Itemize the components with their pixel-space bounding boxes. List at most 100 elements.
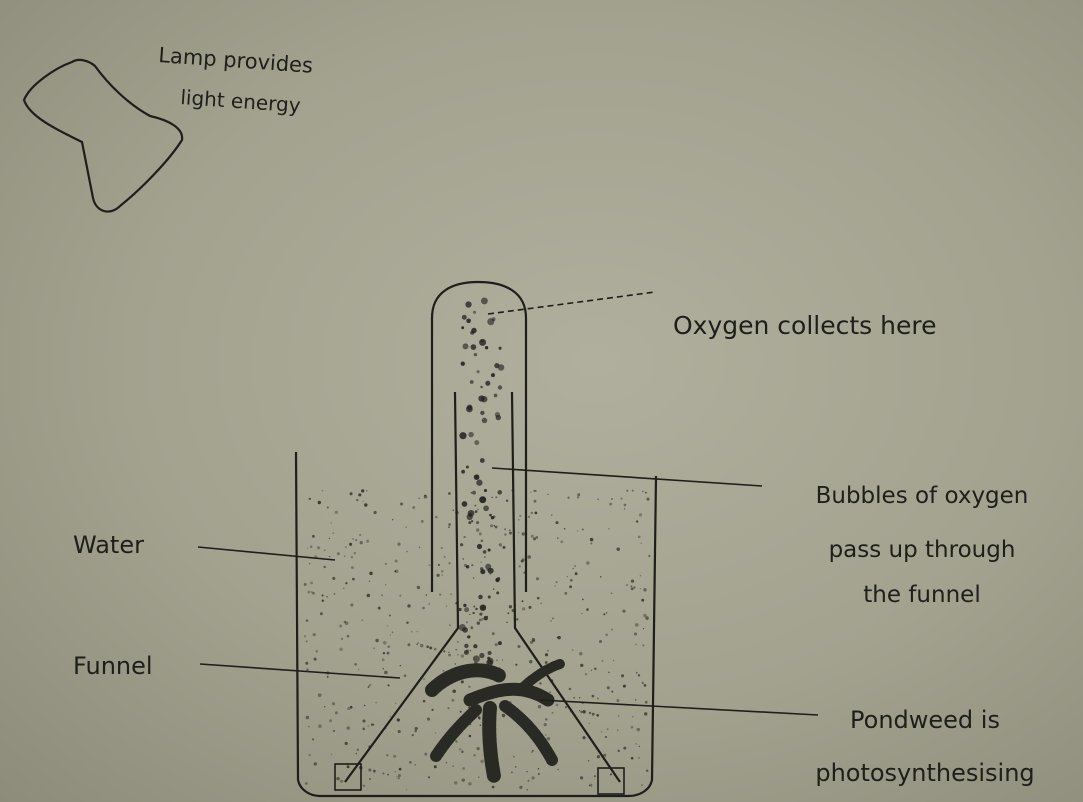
water-dot [522,600,524,602]
water-dot [327,676,329,678]
water-dot [643,628,644,629]
water-dot [452,765,454,767]
water-dot [383,668,385,670]
water-dot [383,641,387,645]
water-dot [368,769,371,772]
water-dot [306,619,309,622]
water-dot [363,501,364,502]
water-dot [529,606,532,609]
water-dot [449,624,451,626]
oxygen-bubble [474,440,479,445]
water-dot [631,587,634,590]
water-dot [623,685,626,688]
water-dot [447,707,449,709]
water-dot [643,588,646,591]
water-dot [309,563,311,565]
water-dot [496,659,498,661]
water-dot [567,497,569,499]
water-dot [557,769,558,770]
water-dot [306,716,309,719]
water-dot [484,556,485,557]
water-dot [310,582,313,585]
water-dot [644,712,647,715]
water-dot [385,584,387,586]
water-dot [442,575,443,576]
water-dot [630,585,632,587]
water-dot [310,546,312,548]
water-dot [398,777,400,779]
oxygen-bubble [466,318,471,323]
water-dot [522,532,525,535]
water-dot [329,719,332,722]
water-dot [547,650,548,651]
water-dot [483,550,487,554]
water-dot [582,710,585,713]
water-dot [476,747,479,750]
water-dot [347,765,350,768]
water-dot [639,513,642,516]
water-dot [538,768,540,770]
water-dot [479,718,481,720]
water-dot [468,521,471,524]
water-dot [350,706,353,709]
water-dot [322,490,324,492]
water-dot [369,581,370,582]
oxygen-bubble [481,340,484,343]
funnel-label: Funnel [73,652,153,680]
water-dot [399,595,401,597]
oxygen-bubble [498,385,502,389]
water-dot [339,624,342,627]
water-dot [426,594,427,595]
water-dot [411,631,413,633]
water-dot [392,631,393,632]
oxygen-bubble [462,315,467,320]
water-dot [579,710,580,711]
water-dot [398,730,401,733]
water-dot [590,542,592,544]
water-dot [509,529,511,531]
water-dot [490,524,493,527]
water-dot [545,653,548,656]
water-dot [597,698,599,700]
water-dot [556,581,558,583]
pondweed [432,664,560,776]
water-dot [527,555,531,559]
water-dot [361,619,363,621]
water-dot [581,613,582,614]
water-dot [312,738,314,740]
water-dot [624,504,627,507]
oxygen-bubble [470,380,474,384]
water-dot [385,563,387,565]
oxygen-bubble [482,418,487,423]
water-dot [531,535,534,538]
oxygen-bubble [480,411,484,415]
oxygen-bubble [462,343,468,349]
water-dot [594,775,596,777]
water-dot [304,583,307,586]
oxygen-bubble [499,347,502,350]
water-dot [332,532,334,534]
water-dot [455,740,457,742]
water-dot [312,535,315,538]
water-dot [347,635,350,638]
water-dot [616,699,619,702]
water-dot [605,634,608,637]
water-dot [582,528,584,530]
water-dot [461,680,464,683]
oxygen-bubble [463,604,466,607]
water-dot [586,561,589,564]
water-dot [336,777,339,780]
water-dot [324,549,326,551]
water-dot [539,682,541,684]
water-dot [460,543,463,546]
water-dot [515,664,517,666]
water-dot [569,585,572,588]
oxygen-bubble [485,381,490,386]
water-dot [600,576,601,577]
water-dot [452,689,456,693]
water-dot [480,562,481,563]
water-dot [605,736,607,738]
water-dot [435,732,436,733]
water-dot [636,520,638,522]
